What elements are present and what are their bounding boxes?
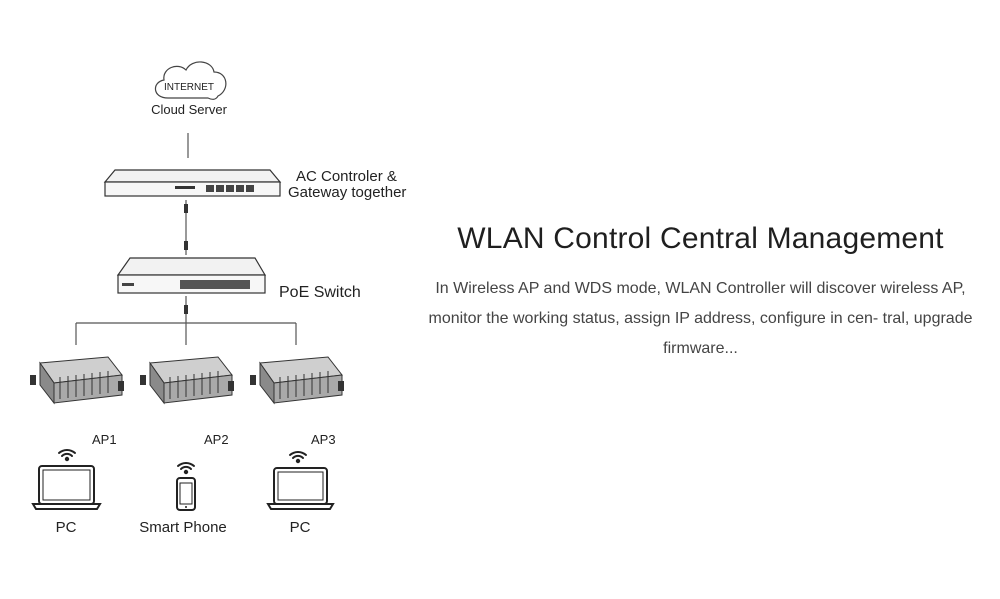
ap-label: AP2	[204, 432, 229, 447]
cable-gateway-switch	[184, 200, 188, 255]
gateway-device-icon	[103, 169, 282, 197]
client-label: Smart Phone	[139, 519, 227, 536]
phone-icon	[176, 477, 196, 511]
cloud-internet-label: INTERNET	[164, 82, 214, 93]
access-point-icon	[250, 356, 344, 405]
poe-switch-label: PoE Switch	[279, 284, 361, 301]
laptop-icon	[31, 465, 102, 510]
cloud-caption: Cloud Server	[151, 102, 228, 117]
wifi-icon	[177, 462, 195, 475]
poe-switch-icon	[116, 257, 267, 294]
laptop-icon	[266, 467, 335, 510]
headline: WLAN Control Central Management	[457, 222, 944, 255]
info-panel: WLAN Control Central Management In Wirel…	[418, 222, 983, 364]
access-point-icon	[140, 356, 234, 405]
access-point-icon	[30, 356, 124, 405]
gateway-label-line2: Gateway together	[288, 184, 406, 201]
distribution-lines	[75, 296, 297, 345]
client-label: PC	[290, 519, 311, 536]
cloud-icon	[154, 61, 227, 100]
ap-label: AP1	[92, 432, 117, 447]
wifi-icon	[289, 451, 307, 464]
description: In Wireless AP and WDS mode, WLAN Contro…	[428, 280, 973, 357]
gateway-label-line1: AC Controler &	[296, 168, 397, 185]
wifi-icon	[58, 449, 76, 462]
ap-label: AP3	[311, 432, 336, 447]
client-label: PC	[56, 519, 77, 536]
